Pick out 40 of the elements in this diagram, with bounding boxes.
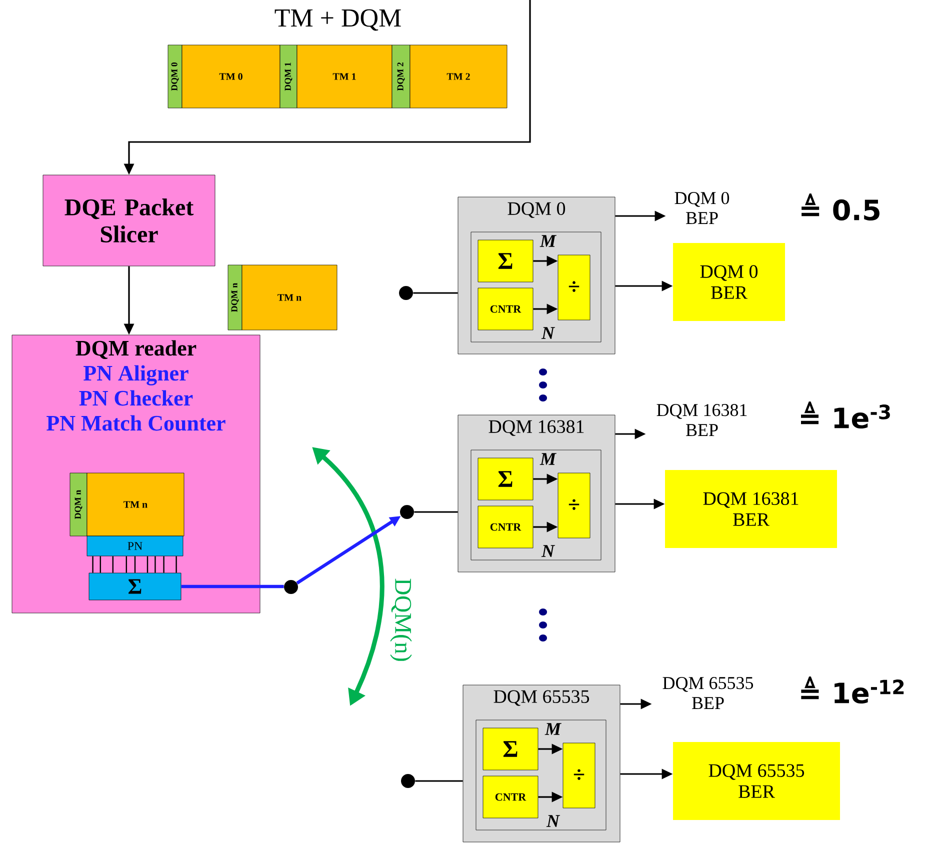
result-box: DQM 65535 BER — [673, 742, 840, 820]
junction-dot — [284, 580, 298, 594]
payload-field: TM 2 — [410, 44, 508, 108]
junction-dot — [400, 505, 414, 519]
value-label: ≜ 1e$^{-3}$ — [801, 401, 890, 429]
pn-field: PN — [86, 536, 184, 556]
result-box: DQM 0 BER — [673, 243, 785, 321]
sum-box: Σ — [482, 728, 538, 770]
payload-field: TM 0 — [182, 44, 280, 108]
process-box: DQE Packet Slicer — [42, 174, 216, 266]
output-label: DQM 0 BEP — [674, 192, 730, 224]
sum-box: Σ — [88, 572, 182, 600]
payload-field: TM 1 — [296, 44, 392, 108]
signal-label: N — [541, 545, 556, 557]
title: TM + DQM — [274, 9, 401, 31]
signal-label: M — [540, 453, 557, 465]
signal-label: N — [546, 815, 560, 827]
header-field: DQM 2 — [392, 44, 410, 108]
sum-box: Σ — [478, 458, 534, 500]
output-label: DQM 65535 BEP — [662, 677, 754, 709]
signal-label: M — [540, 235, 557, 247]
junction-dot — [399, 286, 413, 300]
header-field: DQM n — [228, 264, 242, 330]
junction-dot — [401, 774, 415, 788]
header-field: DQM n — [70, 472, 88, 536]
counter-box: CNTR — [478, 288, 534, 330]
header-field: DQM 1 — [280, 44, 298, 108]
output-label: DQM 16381 BEP — [656, 404, 747, 436]
value-label: ≜ 1e$^{-12}$ — [801, 676, 904, 704]
counter-box: CNTR — [478, 506, 534, 548]
payload-field: TM n — [86, 472, 184, 536]
header-field: DQM 0 — [168, 44, 182, 108]
sum-box: Σ — [478, 240, 534, 282]
result-box: DQM 16381 BER — [665, 470, 837, 548]
value-label: ≜ 0.5 — [802, 193, 880, 221]
axis-label: DQM(n) — [390, 578, 412, 661]
signal-label: M — [544, 723, 562, 735]
payload-field: TM n — [242, 264, 338, 330]
signal-label: N — [541, 327, 556, 339]
counter-box: CNTR — [482, 776, 538, 818]
